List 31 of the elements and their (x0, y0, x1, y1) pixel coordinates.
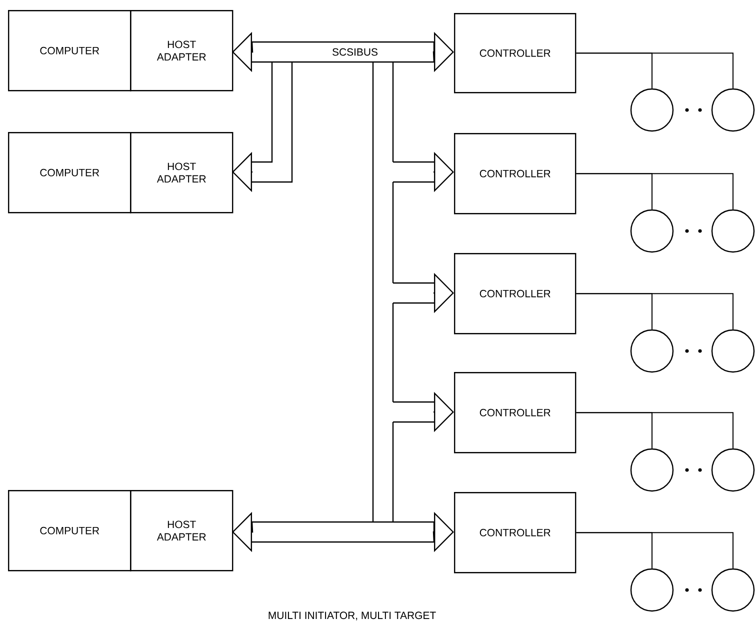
disk-circle (630, 448, 674, 492)
bus-arrow (232, 32, 454, 72)
disk-circle (630, 209, 674, 253)
connection-line (576, 293, 734, 330)
box: CONTROLLER (454, 492, 576, 574)
box: CONTROLLER (454, 253, 576, 334)
caption: MUILTI INITIATOR, MULTI TARGET (268, 612, 436, 620)
box: HOST ADAPTER (130, 10, 234, 92)
box: CONTROLLER (454, 372, 576, 454)
disk-circle (711, 329, 755, 373)
disk-circle (711, 568, 755, 612)
disk-circle (630, 88, 674, 132)
disk-circle (630, 568, 674, 612)
box: HOST ADAPTER (130, 490, 234, 572)
box: CONTROLLER (454, 133, 576, 214)
connection-line (576, 173, 734, 210)
box: COMPUTER (8, 132, 132, 214)
box: COMPUTER (8, 490, 132, 572)
disk-circle (711, 88, 755, 132)
disk-circle (711, 448, 755, 492)
box: COMPUTER (8, 10, 132, 92)
disk-circle (711, 209, 755, 253)
edge-label: SCSIBUS (331, 47, 379, 57)
bus-arrow (232, 512, 454, 552)
connection-line (576, 52, 734, 89)
box: HOST ADAPTER (130, 132, 234, 214)
box: CONTROLLER (454, 13, 576, 94)
disk-circle (630, 329, 674, 373)
connection-line (576, 532, 734, 569)
connection-line (576, 412, 734, 449)
bus-arrow (232, 61, 293, 192)
